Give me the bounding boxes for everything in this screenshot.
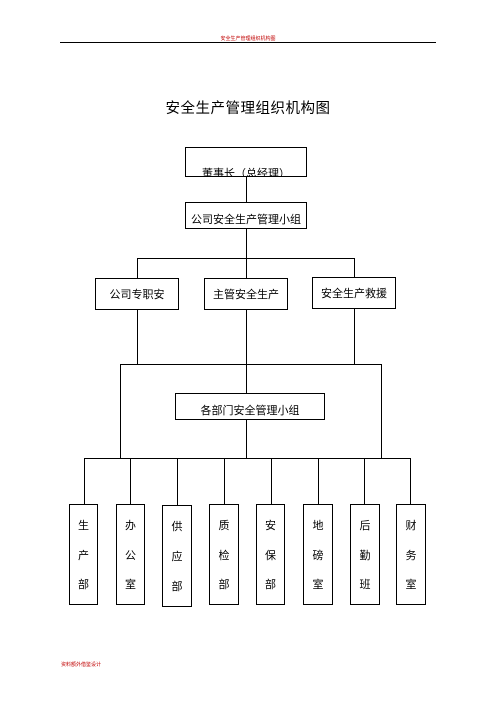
chairman-label: 董事长（总经理） <box>202 167 290 177</box>
department-char: 公 <box>125 548 136 562</box>
department-char: 部 <box>218 578 230 591</box>
connector-drop-2 <box>130 458 131 504</box>
connector-drop-5 <box>271 458 272 504</box>
connector-drop-6 <box>318 458 319 504</box>
department-char: 磅 <box>312 548 324 562</box>
company-safety-group-label: 公司安全生产管理小组 <box>191 212 301 226</box>
department-char: 财 <box>405 519 417 532</box>
connector-to-fulltime <box>137 258 138 278</box>
connector-drop-3 <box>177 458 178 505</box>
department-char: 部 <box>171 580 183 593</box>
department-box-supply: 供 应 部 <box>162 505 192 607</box>
supervisor-safety-label: 主管安全生产 <box>213 288 279 301</box>
company-safety-group-box: 公司安全生产管理小组 <box>185 202 307 229</box>
department-char: 后 <box>359 519 371 532</box>
safety-rescue-label: 安全生产救援 <box>321 287 387 300</box>
chairman-box: 董事长（总经理） <box>185 147 307 177</box>
department-box-production: 生 产 部 <box>69 504 98 605</box>
department-box-logistics: 后 勤 班 <box>350 504 380 605</box>
connector-drop-4 <box>224 458 225 504</box>
connector-middle-bus <box>120 364 382 365</box>
department-char: 供 <box>171 520 183 533</box>
department-char: 室 <box>312 578 324 591</box>
connector-drop-8 <box>410 458 411 504</box>
connector-lower-bus <box>84 458 411 459</box>
connector-to-rescue <box>354 258 355 277</box>
department-box-quality: 质 检 部 <box>209 504 239 605</box>
department-char: 部 <box>265 578 276 591</box>
department-char: 产 <box>78 548 89 562</box>
connector-drop-7 <box>364 458 365 504</box>
department-char: 质 <box>218 519 230 532</box>
supervisor-safety-box: 主管安全生产 <box>204 278 288 310</box>
connector-fulltime-down <box>137 310 138 364</box>
department-box-security: 安 保 部 <box>256 504 285 605</box>
full-time-safety-box: 公司专职安 <box>95 278 179 310</box>
department-char: 地 <box>312 519 324 532</box>
department-char: 安 <box>265 519 276 532</box>
department-box-office: 办 公 室 <box>116 504 145 605</box>
department-safety-group-label: 各部门安全管理小组 <box>200 403 300 417</box>
connector-to-supervisor <box>246 258 247 278</box>
connector-group-down <box>246 229 247 258</box>
department-box-weighbridge: 地 磅 室 <box>303 504 333 605</box>
connector-dept-group-down <box>246 420 247 458</box>
connector-drop-1 <box>84 458 85 504</box>
department-char: 室 <box>405 578 417 591</box>
department-char: 检 <box>218 548 230 562</box>
connector-chairman-group <box>246 177 247 202</box>
page-footer: 资料额外借鉴设计 <box>61 662 102 668</box>
department-char: 室 <box>125 578 136 591</box>
department-char: 勤 <box>359 548 371 562</box>
connector-bus-right <box>381 364 382 458</box>
department-safety-group-box: 各部门安全管理小组 <box>175 393 325 420</box>
department-char: 应 <box>171 550 183 563</box>
safety-rescue-box: 安全生产救援 <box>312 277 396 309</box>
department-char: 办 <box>125 519 136 532</box>
department-char: 生 <box>78 519 89 532</box>
connector-rescue-down <box>354 309 355 364</box>
department-char: 务 <box>405 548 417 562</box>
page-title: 安全生产管理组织机构图 <box>165 101 331 117</box>
connector-bus-left <box>120 364 121 458</box>
department-box-finance: 财 务 室 <box>396 504 426 605</box>
connector-supervisor-down <box>246 310 247 393</box>
department-char: 保 <box>265 548 276 562</box>
full-time-safety-label: 公司专职安 <box>109 288 165 301</box>
department-char: 班 <box>359 578 371 591</box>
page-header: 安全生产管理组织机构图 <box>220 36 276 42</box>
department-char: 部 <box>78 578 89 591</box>
header-rule <box>60 42 436 43</box>
